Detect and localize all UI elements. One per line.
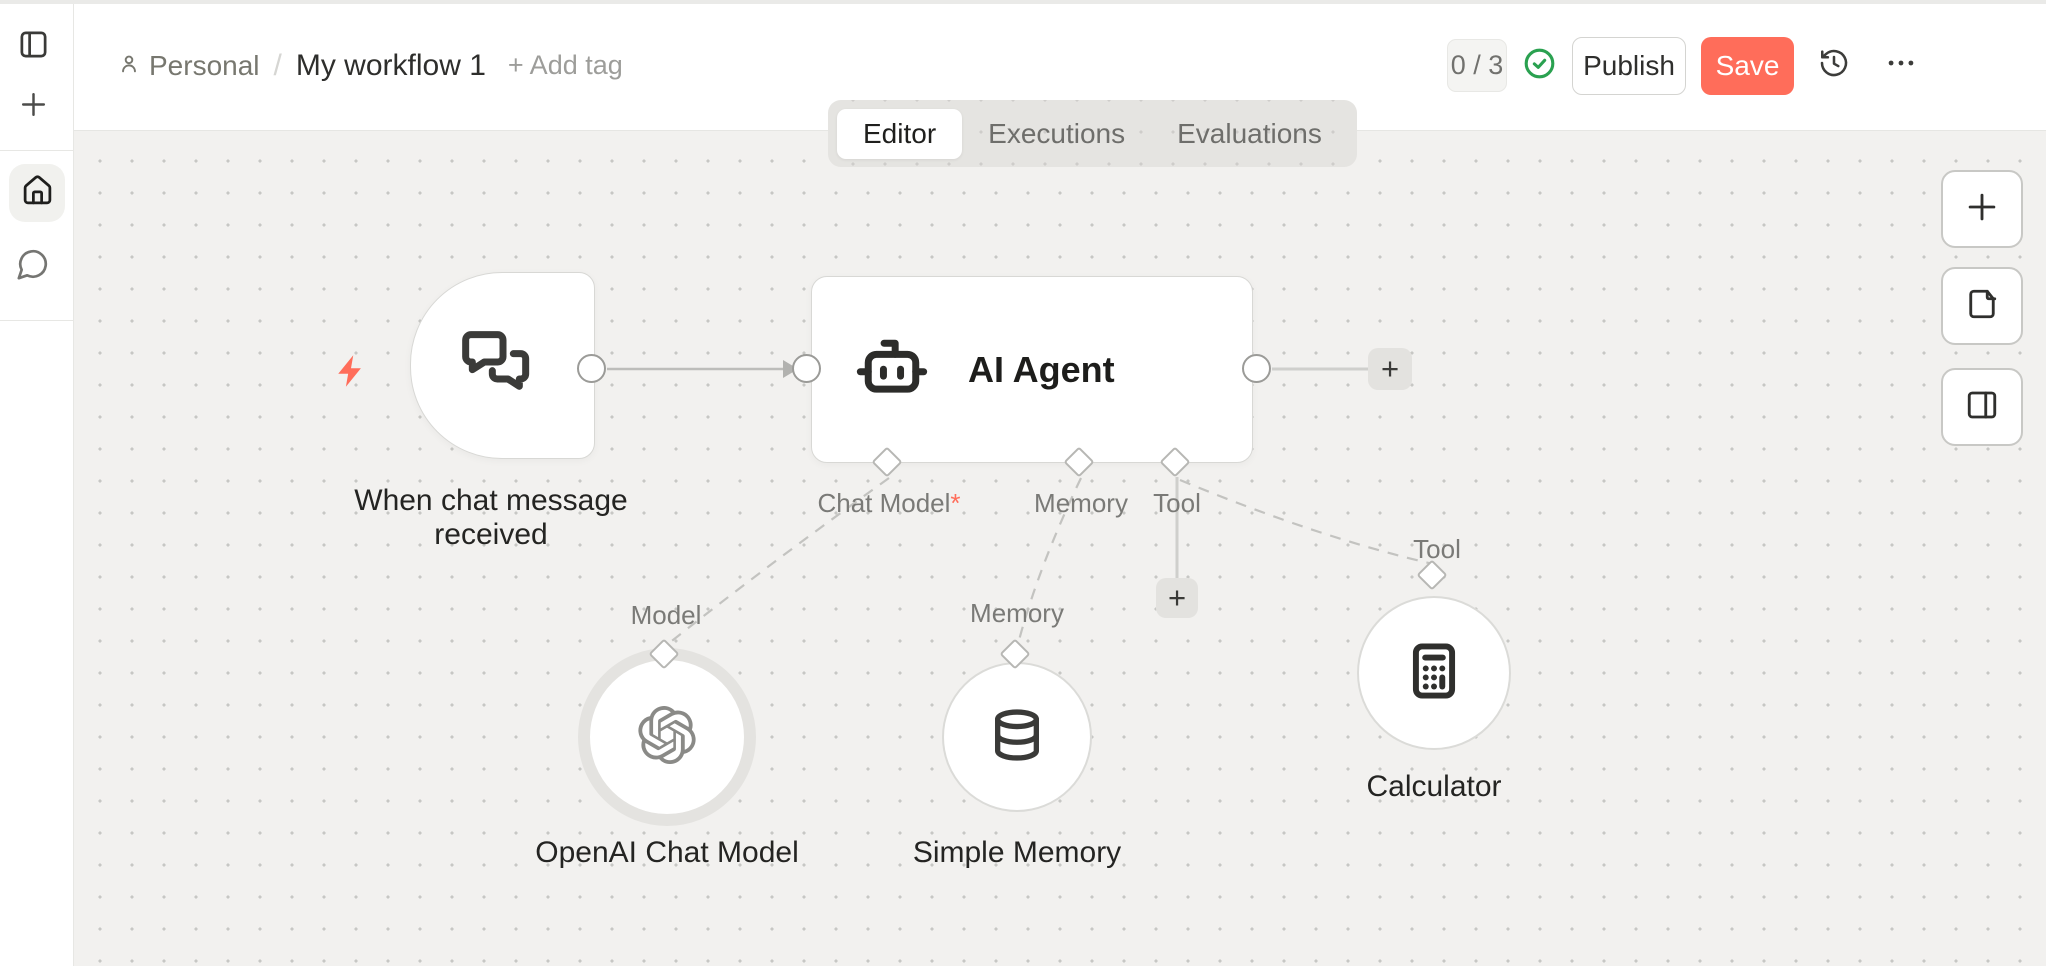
required-marker: * <box>950 488 961 518</box>
node-simple-memory[interactable] <box>942 662 1092 812</box>
node-openai-chat-model[interactable] <box>578 648 756 826</box>
node-ai-agent[interactable]: AI Agent <box>811 276 1253 463</box>
app-sidebar <box>0 0 74 966</box>
calculator-icon <box>1403 639 1465 708</box>
trigger-output-port[interactable] <box>577 354 606 383</box>
openai-node-label[interactable]: OpenAI Chat Model <box>535 836 799 869</box>
header-actions: 0 / 3 Publish Save <box>1447 0 1918 131</box>
robot-icon <box>852 329 932 410</box>
history-icon <box>1818 47 1850 84</box>
memory-port-label: Memory <box>970 598 1064 628</box>
openai-icon <box>638 705 696 769</box>
home-icon <box>21 174 54 212</box>
plus-icon <box>18 89 49 125</box>
add-tag-button[interactable]: + Add tag <box>507 50 623 80</box>
agent-tool-port-label: Tool <box>1153 488 1201 518</box>
workflow-history-button[interactable] <box>1818 47 1850 84</box>
ai-agent-title: AI Agent <box>968 348 1115 390</box>
trigger-bolt-icon <box>333 352 369 395</box>
sidebar-divider <box>0 150 74 151</box>
tab-editor[interactable]: Editor <box>837 108 963 159</box>
agent-output-port[interactable] <box>1242 354 1271 383</box>
canvas-add-note-button[interactable] <box>1941 267 2023 345</box>
publish-button[interactable]: Publish <box>1572 36 1686 95</box>
view-tabs: Editor Executions Evaluations <box>828 100 1357 167</box>
window-top-edge <box>0 0 2046 4</box>
save-button[interactable]: Save <box>1701 36 1794 95</box>
memory-node-label[interactable]: Simple Memory <box>912 836 1122 869</box>
sidebar-toggle-button[interactable] <box>15 30 51 64</box>
chat-bubble-icon <box>16 247 50 286</box>
workflow-status <box>1524 48 1555 84</box>
ellipsis-icon <box>1884 46 1918 85</box>
openai-port-label: Model <box>630 600 702 630</box>
tab-executions[interactable]: Executions <box>988 117 1126 149</box>
calculator-port-label: Tool <box>1413 534 1461 564</box>
breadcrumb: Personal / My workflow 1 + Add tag <box>118 0 623 131</box>
sidebar-home-button[interactable] <box>9 164 65 222</box>
canvas-add-node-button[interactable] <box>1941 170 2023 248</box>
panel-right-icon <box>1964 387 2000 428</box>
sidebar-add-button[interactable] <box>15 90 51 124</box>
agent-input-port[interactable] <box>792 354 821 383</box>
evaluation-counter-badge[interactable]: 0 / 3 <box>1447 39 1507 92</box>
breadcrumb-project[interactable]: Personal <box>118 50 260 82</box>
check-circle-icon <box>1524 48 1555 84</box>
tab-evaluations[interactable]: Evaluations <box>1177 117 1322 149</box>
plus-icon <box>1963 188 2001 231</box>
add-next-node-button[interactable]: + <box>1368 348 1412 390</box>
canvas-panel-toggle-button[interactable] <box>1941 368 2023 446</box>
calculator-node-label[interactable]: Calculator <box>1366 770 1502 803</box>
breadcrumb-project-label: Personal <box>149 49 260 81</box>
agent-memory-port-label: Memory <box>1034 488 1128 518</box>
node-chat-trigger[interactable] <box>410 272 595 459</box>
breadcrumb-separator: / <box>273 48 282 82</box>
panel-left-icon <box>18 29 49 65</box>
trigger-node-label[interactable]: When chat message received <box>354 484 628 551</box>
node-calculator[interactable] <box>1357 596 1511 750</box>
sticky-note-icon <box>1964 286 2000 327</box>
database-icon <box>988 705 1046 770</box>
more-options-button[interactable] <box>1884 46 1918 85</box>
chat-bubbles-icon <box>456 323 536 408</box>
sidebar-chat-button[interactable] <box>15 248 51 284</box>
sidebar-divider <box>0 320 74 321</box>
agent-chat-model-port-label: Chat Model* <box>817 488 961 518</box>
person-icon <box>118 50 140 82</box>
workflow-name[interactable]: My workflow 1 <box>295 48 486 82</box>
add-tool-button[interactable]: + <box>1156 578 1198 618</box>
